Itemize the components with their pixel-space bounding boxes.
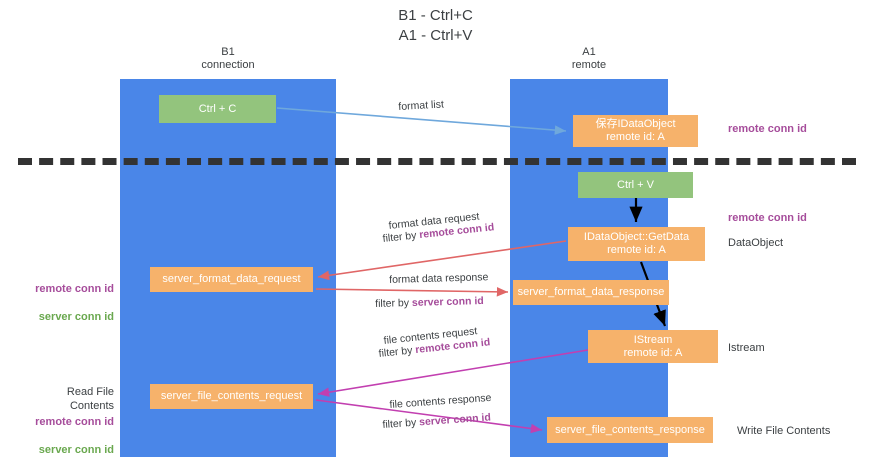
annotation-server-conn-id: server conn id (38, 311, 114, 323)
node-istream[interactable]: IStream remote id: A (588, 330, 718, 363)
annotation-remote-conn-id: remote conn id (35, 283, 114, 295)
edge-format-data-response (315, 287, 509, 297)
lane-header-b1: B1 connection (201, 46, 255, 71)
diagram-title: B1 - Ctrl+C A1 - Ctrl+V (398, 7, 473, 44)
edge-label-format-data-response-filter: filter by server conn id (375, 294, 484, 312)
edge-label-format-list: format list (398, 98, 445, 113)
annotation-write-file-contents: Write File Contents (737, 425, 831, 437)
annotation-remote-conn-id: remote conn id (35, 416, 114, 428)
lane-header-a1: A1 remote (571, 46, 607, 71)
filter-prefix: filter by (382, 229, 420, 245)
node-server-format-data-response[interactable]: server_format_data_response (513, 280, 669, 305)
section-divider (18, 158, 856, 165)
node-server-file-contents-request[interactable]: server_file_contents_request (150, 384, 313, 409)
edge-label-file-contents-response-filter: filter by server conn id (382, 410, 491, 433)
node-ctrl-v[interactable]: Ctrl + V (578, 172, 693, 198)
filter-prefix: filter by (382, 416, 420, 431)
annotation-read-file-contents: Read File Contents (66, 386, 114, 412)
node-idataobject[interactable]: 保存IDataObject remote id: A (573, 115, 698, 147)
annotation-left-conn-ids-top: remote conn id server conn id (22, 268, 114, 338)
node-ctrl-c[interactable]: Ctrl + C (159, 95, 276, 123)
node-idataobject-getdata[interactable]: IDataObject::GetData remote id: A (568, 227, 705, 261)
annotation-left-conn-ids-bottom: remote conn id server conn id (22, 401, 114, 471)
annotation-dataobject: DataObject (728, 237, 784, 249)
annotation-istream: Istream (728, 342, 765, 354)
node-server-file-contents-response[interactable]: server_file_contents_response (547, 417, 713, 443)
filter-prefix: filter by (375, 296, 413, 310)
annotation-remote-conn-id-mid: remote conn id (728, 212, 807, 224)
filter-key-server-conn-id: server conn id (418, 411, 492, 429)
filter-key-server-conn-id: server conn id (411, 294, 484, 309)
filter-prefix: filter by (378, 344, 416, 360)
annotation-server-conn-id: server conn id (38, 444, 114, 456)
edge-label-format-data-response: format data response (389, 271, 489, 286)
edge-label-file-contents-response: file contents response (389, 391, 492, 411)
node-server-format-data-request[interactable]: server_format_data_request (150, 267, 313, 292)
annotation-remote-conn-id-top: remote conn id (728, 123, 807, 135)
